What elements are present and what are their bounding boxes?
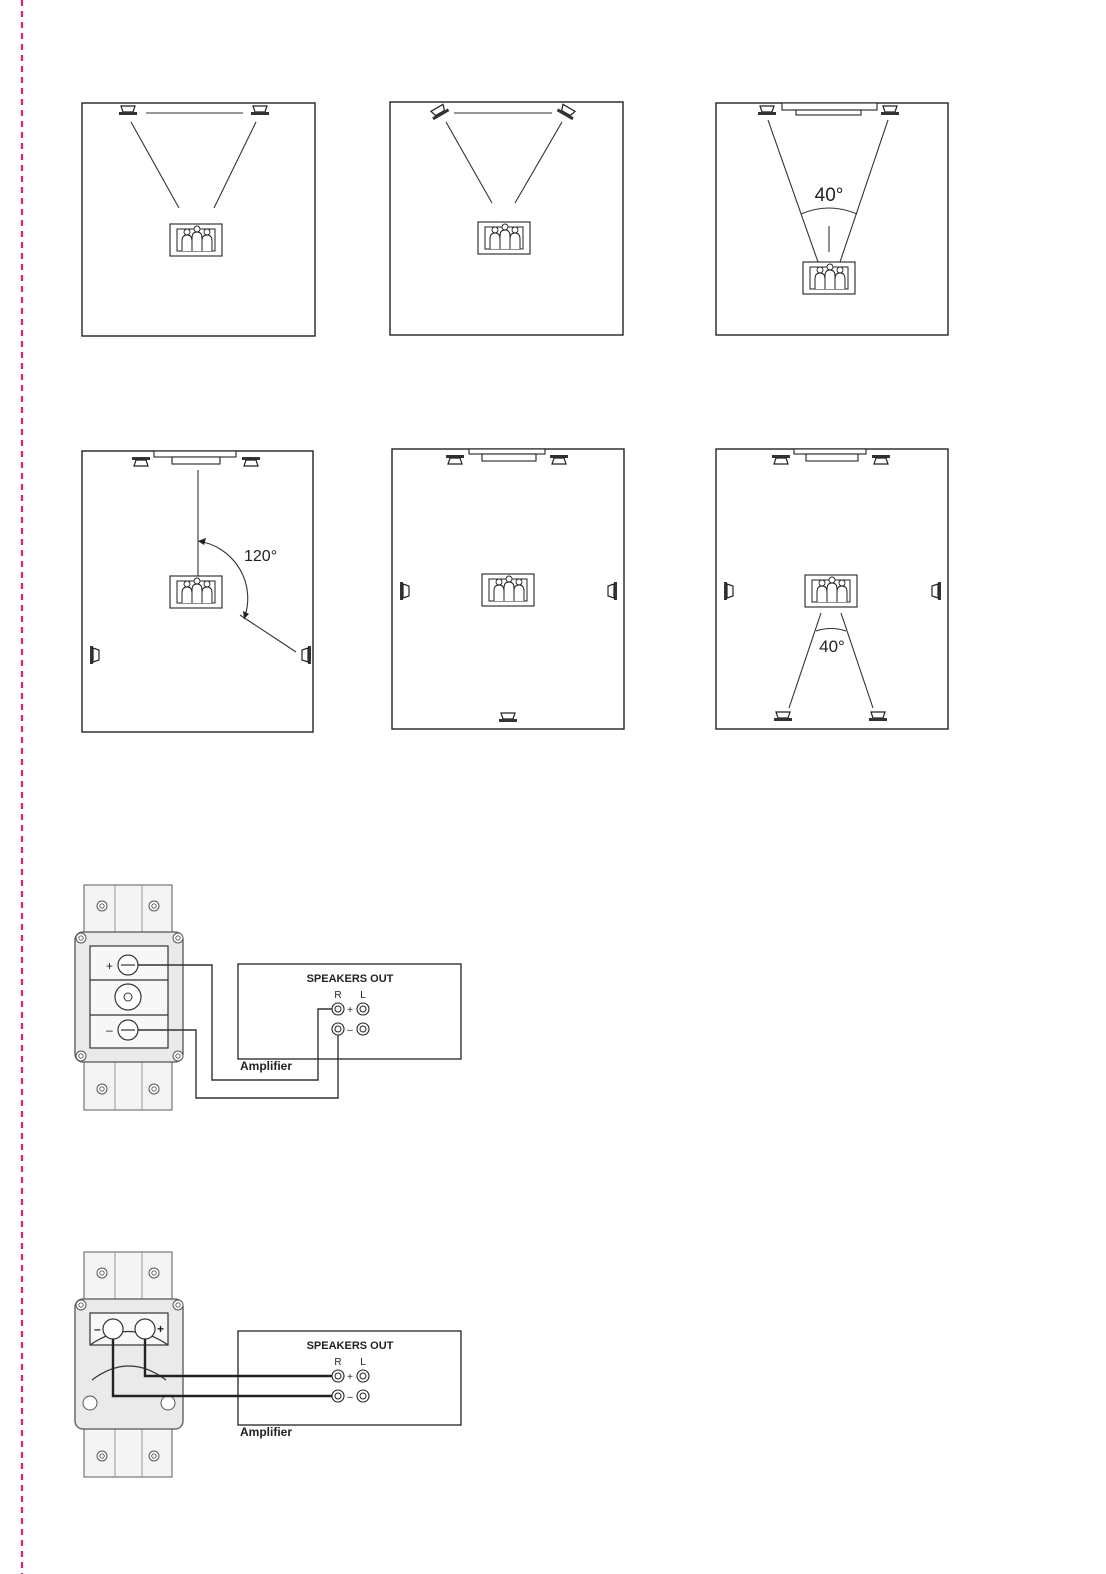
amplifier-label: Amplifier bbox=[240, 1059, 292, 1073]
diagram-surround-5-1 bbox=[392, 449, 624, 729]
listener-icon bbox=[170, 224, 222, 256]
terminal-negative-icon bbox=[103, 1319, 123, 1339]
tv-icon bbox=[782, 103, 877, 110]
channel-r-label: R bbox=[334, 990, 341, 1001]
speaker-minus-sign: – bbox=[94, 1322, 101, 1336]
jack-l-positive-icon bbox=[357, 1003, 369, 1015]
diagram-stereo-toed-in bbox=[390, 102, 623, 335]
speaker-minus-sign: – bbox=[106, 1023, 113, 1037]
diagram-stereo-basic bbox=[82, 103, 315, 336]
speakers-out-label: SPEAKERS OUT bbox=[307, 1340, 394, 1352]
angle-label-surround: 120° bbox=[244, 548, 277, 565]
jack-l-positive-icon bbox=[357, 1370, 369, 1382]
jack-r-positive-icon bbox=[332, 1003, 344, 1015]
speaker-plus-sign: + bbox=[106, 959, 113, 973]
diagram-surround-120deg: 120° bbox=[82, 451, 313, 732]
wiring-diagram-1: + – SPEAKERS OUT R L + – Amplifier bbox=[75, 885, 461, 1110]
channel-l-label: L bbox=[360, 990, 366, 1001]
terminal-positive-icon bbox=[135, 1319, 155, 1339]
jack-r-positive-icon bbox=[332, 1370, 344, 1382]
channel-l-label: L bbox=[360, 1357, 366, 1368]
tv-icon bbox=[469, 449, 545, 454]
wiring-diagram-2: – + SPEAKERS OUT R L + – Amplifier bbox=[75, 1252, 461, 1477]
amplifier-label: Amplifier bbox=[240, 1425, 292, 1439]
speakers-out-label: SPEAKERS OUT bbox=[307, 973, 394, 985]
angle-label-rear: 40° bbox=[819, 637, 845, 656]
diagram-surround-rear-40deg: 40° bbox=[716, 449, 948, 729]
listener-icon bbox=[478, 222, 530, 254]
jack-r-negative-icon bbox=[332, 1390, 344, 1402]
amp-minus-sign: – bbox=[347, 1392, 353, 1403]
listener-icon bbox=[805, 575, 857, 607]
tv-icon bbox=[154, 451, 236, 457]
angle-label-front: 40° bbox=[815, 185, 844, 206]
amp-plus-sign: + bbox=[347, 1372, 353, 1383]
amp-minus-sign: – bbox=[347, 1025, 353, 1036]
listener-icon bbox=[803, 262, 855, 294]
amp-plus-sign: + bbox=[347, 1005, 353, 1016]
listener-icon bbox=[482, 574, 534, 606]
channel-r-label: R bbox=[334, 1357, 341, 1368]
jack-l-negative-icon bbox=[357, 1023, 369, 1035]
jack-l-negative-icon bbox=[357, 1390, 369, 1402]
diagram-front-40deg: 40° bbox=[716, 103, 948, 335]
tv-icon bbox=[794, 449, 866, 454]
jack-r-negative-icon bbox=[332, 1023, 344, 1035]
listener-icon bbox=[170, 576, 222, 608]
speaker-plus-sign: + bbox=[157, 1322, 164, 1336]
